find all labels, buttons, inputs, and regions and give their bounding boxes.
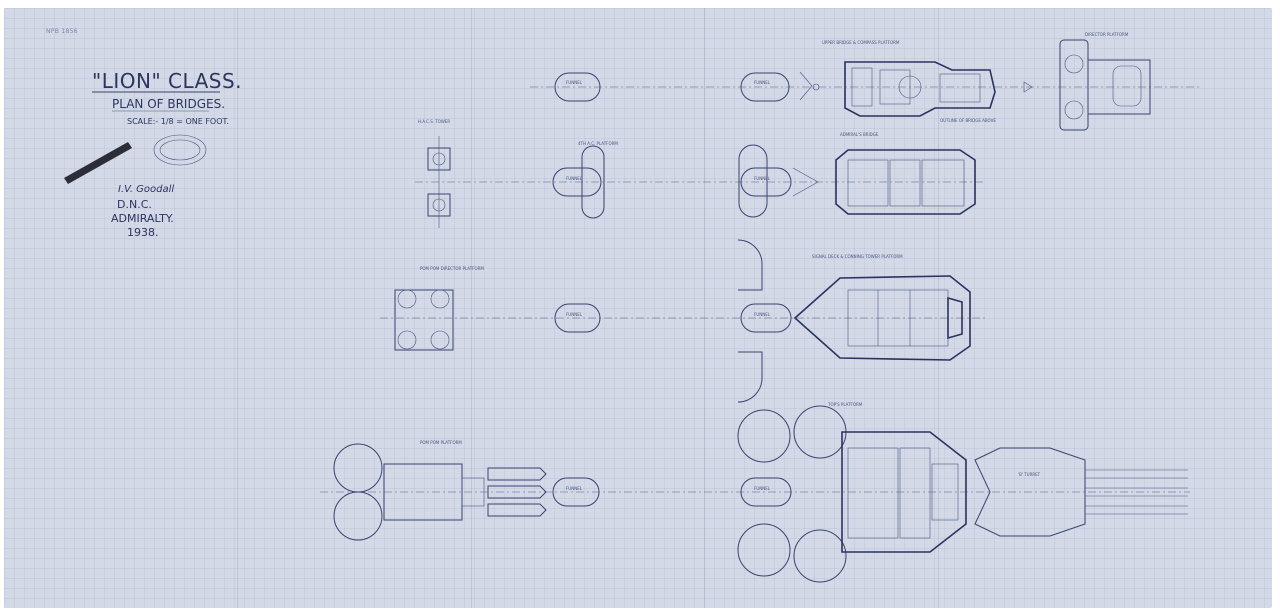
director-mount <box>1064 54 1084 74</box>
archive-stamp-inner <box>159 139 201 161</box>
pom-pom-mount <box>333 443 383 493</box>
top-platform-outline <box>841 431 967 553</box>
funnel-outline <box>740 167 792 197</box>
funnel-label: FUNNEL <box>566 312 583 317</box>
outline-note: OUTLINE OF BRIDGE ABOVE <box>940 118 996 123</box>
director-mount <box>397 289 417 309</box>
compartment <box>921 159 965 207</box>
turret-label: 'B' TURRET <box>1018 472 1041 477</box>
ink-smudge <box>64 142 132 184</box>
boat <box>487 467 547 481</box>
funnel-outline <box>740 477 792 507</box>
hacs-gun-mount <box>737 523 791 577</box>
signal-deck-outline <box>793 275 971 361</box>
funnel-label: FUNNEL <box>754 176 771 181</box>
boat <box>487 503 547 517</box>
section-title: UPPER BRIDGE & COMPASS PLATFORM <box>822 40 900 45</box>
section-title: H.A.C.S. TOWER <box>418 119 450 124</box>
archive-stamp <box>153 134 207 166</box>
drawing-title: "LION" CLASS. <box>92 69 242 93</box>
hacs-gun-mount <box>793 529 847 583</box>
boat <box>487 485 547 499</box>
compartment <box>847 159 889 207</box>
director-mount <box>430 330 450 350</box>
funnel-outline <box>740 303 792 333</box>
funnel-label: FUNNEL <box>566 176 583 181</box>
funnel-outline <box>554 72 601 102</box>
compartment <box>889 159 921 207</box>
funnel-label: FUNNEL <box>566 486 583 491</box>
section-title: POM POM DIRECTOR PLATFORM <box>420 266 484 271</box>
funnel-outline <box>552 167 602 197</box>
director-mount <box>397 330 417 350</box>
section-title: TOP'S PLATFORM <box>827 402 863 407</box>
blueprint-sheet <box>4 8 1272 608</box>
drawing-scale: SCALE:- 1/8 = ONE FOOT. <box>127 117 229 126</box>
funnel-outline <box>554 303 601 333</box>
director-mount <box>430 289 450 309</box>
director-platform <box>1088 59 1151 115</box>
section-title: 4TH A.C. PLATFORM <box>578 141 618 146</box>
bridge-wing <box>792 167 819 197</box>
department: D.N.C. <box>117 198 152 211</box>
funnel-label: FUNNEL <box>566 80 583 85</box>
funnel-label: FUNNEL <box>754 80 771 85</box>
director-tower <box>1059 39 1089 131</box>
compartment <box>461 477 485 507</box>
funnel-label: FUNNEL <box>754 486 771 491</box>
fold-line <box>237 8 238 608</box>
fold-line <box>471 8 472 608</box>
searchlight-sponson <box>737 239 763 291</box>
compartment <box>939 73 981 103</box>
admirals-bridge-outline <box>835 149 976 215</box>
funnel-label: FUNNEL <box>754 312 771 317</box>
section-title: SIGNAL DECK & CONNING TOWER PLATFORM <box>812 254 903 259</box>
hacs-gun-mount <box>793 405 847 459</box>
searchlight-sponson <box>737 351 763 403</box>
hacs-gun-mount <box>737 409 791 463</box>
compartment <box>847 447 899 539</box>
year: 1938. <box>127 226 159 239</box>
fitting <box>812 83 820 91</box>
signature: I.V. Goodall <box>118 184 174 195</box>
searchlight-platform <box>738 144 768 218</box>
section-title: POM POM PLATFORM <box>420 440 462 445</box>
director-mount <box>1064 100 1084 120</box>
section-title: ADMIRAL'S BRIDGE <box>840 132 879 137</box>
pom-pom-director-platform <box>394 289 454 351</box>
compartment <box>851 67 873 107</box>
b-turret-outline <box>974 447 1086 537</box>
section-title: DIRECTOR PLATFORM <box>1085 32 1129 37</box>
compartment <box>931 463 959 521</box>
fold-line <box>704 8 705 608</box>
organisation: ADMIRALTY. <box>111 212 174 225</box>
compartment <box>899 447 931 539</box>
bridge-wing <box>799 71 813 101</box>
ac-platform <box>581 145 605 219</box>
graph-grid <box>4 8 1272 608</box>
archive-number: NPB 1856 <box>46 28 78 35</box>
director-hood <box>1112 65 1142 107</box>
compartment <box>879 69 911 105</box>
fold-line <box>938 8 939 608</box>
drawing-subtitle: PLAN OF BRIDGES. <box>112 97 225 111</box>
funnel-outline <box>740 72 790 102</box>
funnel-outline <box>552 477 600 507</box>
pom-pom-mount <box>333 491 383 541</box>
conning-tower <box>947 296 963 340</box>
compass-circle <box>898 75 922 99</box>
upper-bridge-outline <box>844 61 996 117</box>
arrow-marker <box>1023 81 1033 93</box>
